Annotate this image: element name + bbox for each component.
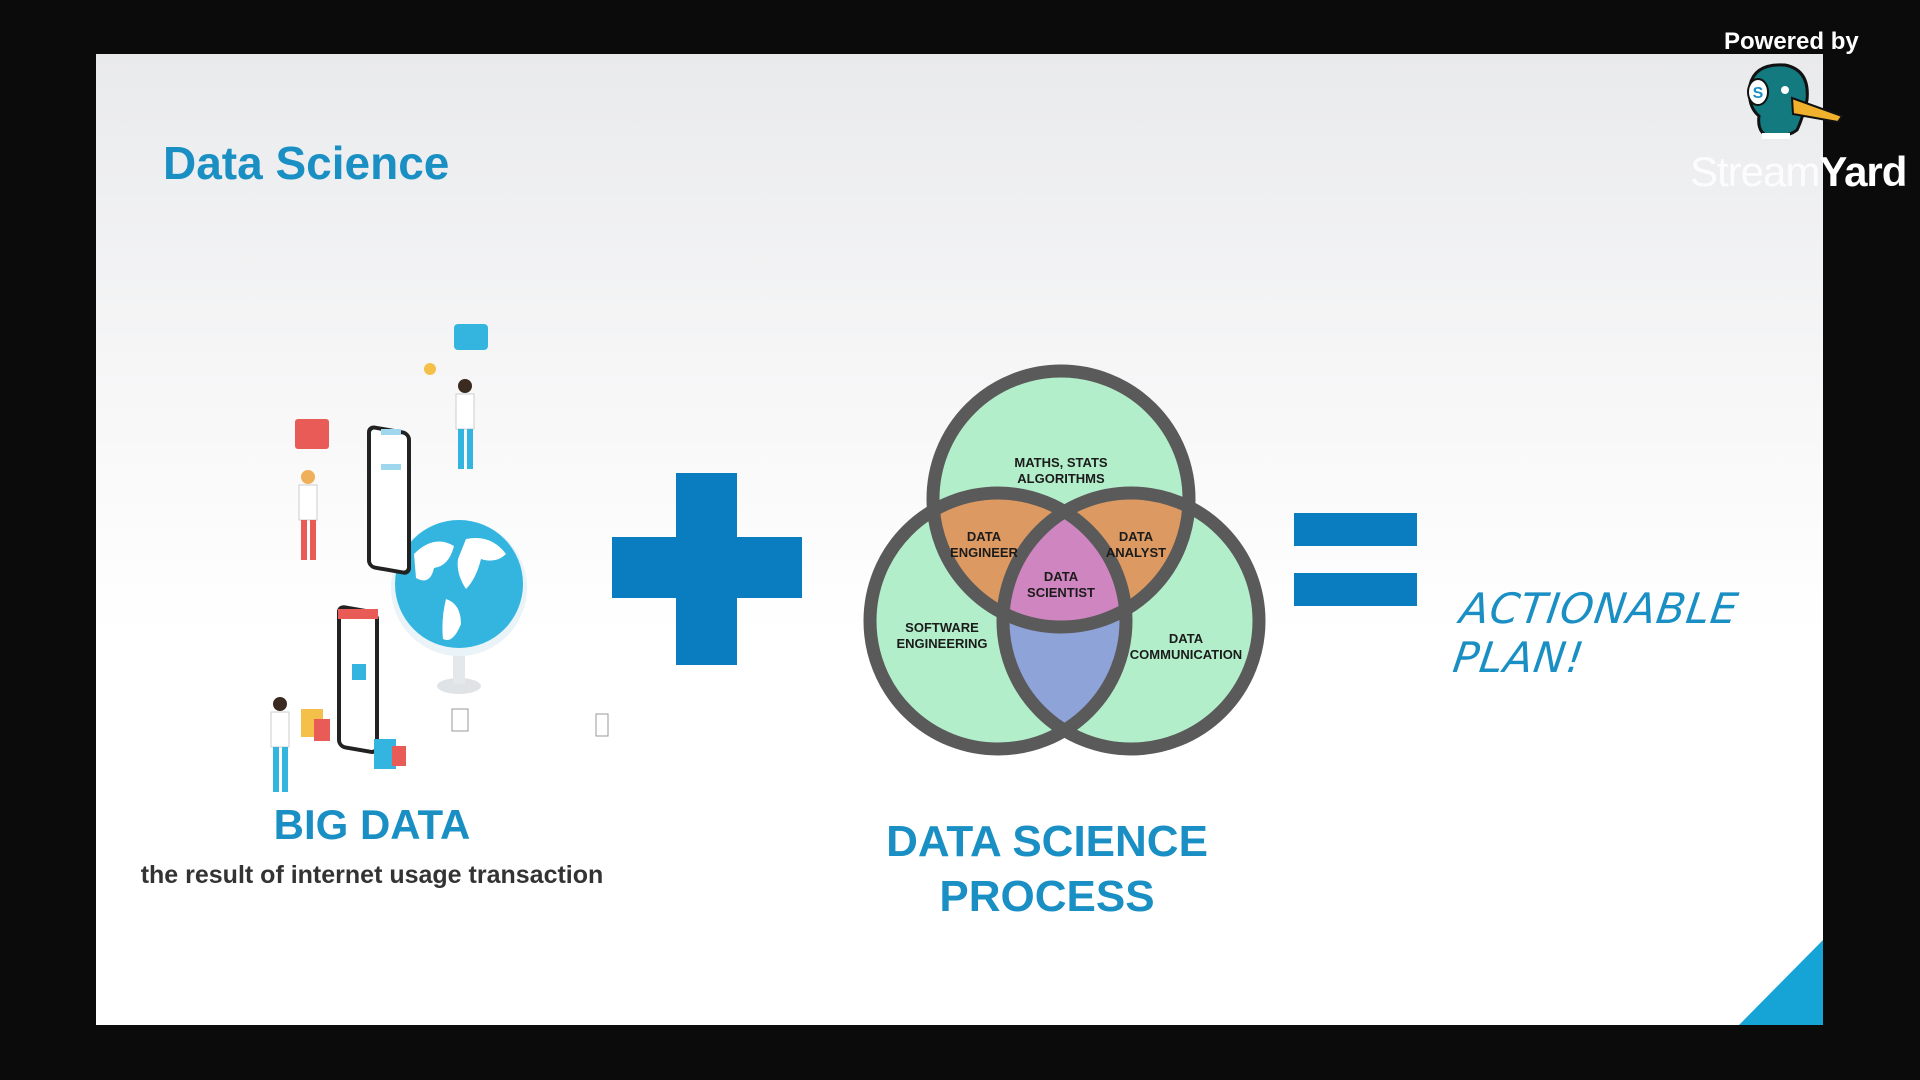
big-data-subtitle: the result of internet usage transaction: [140, 861, 604, 889]
venn-label-communication-2: COMMUNICATION: [1130, 647, 1242, 662]
venn-label-top: MATHS, STATS: [1014, 455, 1107, 470]
person-icon: [270, 379, 609, 792]
venn-label-scientist: DATA: [1044, 569, 1079, 584]
data-science-venn-diagram: MATHS, STATS ALGORITHMS DATA ENGINEER DA…: [863, 364, 1266, 756]
big-data-heading: BIG DATA: [273, 801, 471, 848]
streamyard-duck-logo-icon: S: [1747, 63, 1844, 139]
corner-accent: [1739, 940, 1823, 1025]
venn-label-analyst: DATA: [1119, 529, 1154, 544]
process-line-1: DATA SCIENCE: [886, 817, 1208, 866]
powered-by-label: Powered by: [1724, 28, 1859, 55]
shopping-bags-icon: [301, 709, 406, 769]
streamyard-wordmark: StreamYard: [1690, 148, 1907, 196]
chat-bubble-icon: [295, 324, 488, 449]
globe-icon: [391, 520, 527, 694]
venn-label-communication: DATA: [1169, 631, 1204, 646]
big-data-illustration: [270, 324, 609, 792]
logo-text-yard: Yard: [1819, 148, 1907, 195]
slide-title: Data Science: [163, 137, 450, 189]
venn-label-engineer-2: ENGINEER: [950, 545, 1019, 560]
presentation-slide: Data Science: [96, 54, 1823, 1025]
venn-label-engineer: DATA: [967, 529, 1002, 544]
venn-label-top-2: ALGORITHMS: [1017, 471, 1105, 486]
venn-label-software: SOFTWARE: [905, 620, 979, 635]
logo-text-stream: Stream: [1690, 148, 1820, 195]
phone-icon: [367, 425, 411, 575]
venn-label-software-2: ENGINEERING: [896, 636, 987, 651]
venn-label-analyst-2: ANALYST: [1106, 545, 1166, 560]
shop-phone-icon: [337, 605, 379, 755]
process-line-2: PROCESS: [939, 872, 1155, 921]
actionable-plan-text: ACTIONABLE PLAN!: [1450, 584, 1742, 682]
venn-label-scientist-2: SCIENTIST: [1027, 585, 1095, 600]
logo-badge: S: [1753, 85, 1764, 102]
data-science-process-heading: DATA SCIENCE PROCESS: [847, 814, 1247, 924]
